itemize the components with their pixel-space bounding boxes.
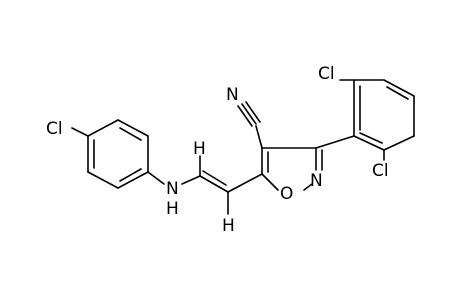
chlorine-left-label: Cl	[46, 119, 63, 139]
vinyl-h-bottom-label: H	[222, 216, 235, 236]
dichlorophenyl-ring	[353, 79, 415, 151]
nitrile-single-bond	[255, 125, 263, 149]
chlorophenyl-ring	[87, 119, 149, 189]
bond-phenyl-isoxazole	[315, 135, 355, 149]
isoxazole-oxygen-label: O	[280, 184, 293, 204]
vinyl-h-top-label: H	[193, 139, 206, 159]
amine-hydrogen-label: H	[166, 199, 179, 219]
bond-vinyl-amine	[181, 175, 201, 185]
isoxazole-ring	[261, 147, 323, 191]
bond-c5-vinyl	[227, 173, 263, 193]
chlorine-bottom-label: Cl	[372, 161, 389, 181]
isoxazole-nitrogen-label: N	[310, 171, 323, 191]
vinyl-double-bond	[199, 170, 229, 193]
nitrile-triple-bond	[237, 101, 261, 127]
bond-amine-aryl	[147, 171, 165, 185]
nitrile-nitrogen-label: N	[226, 85, 239, 105]
bond-cl-left	[71, 127, 89, 137]
chlorine-top-label: Cl	[318, 64, 335, 84]
amine-nitrogen-label: N	[166, 179, 179, 199]
